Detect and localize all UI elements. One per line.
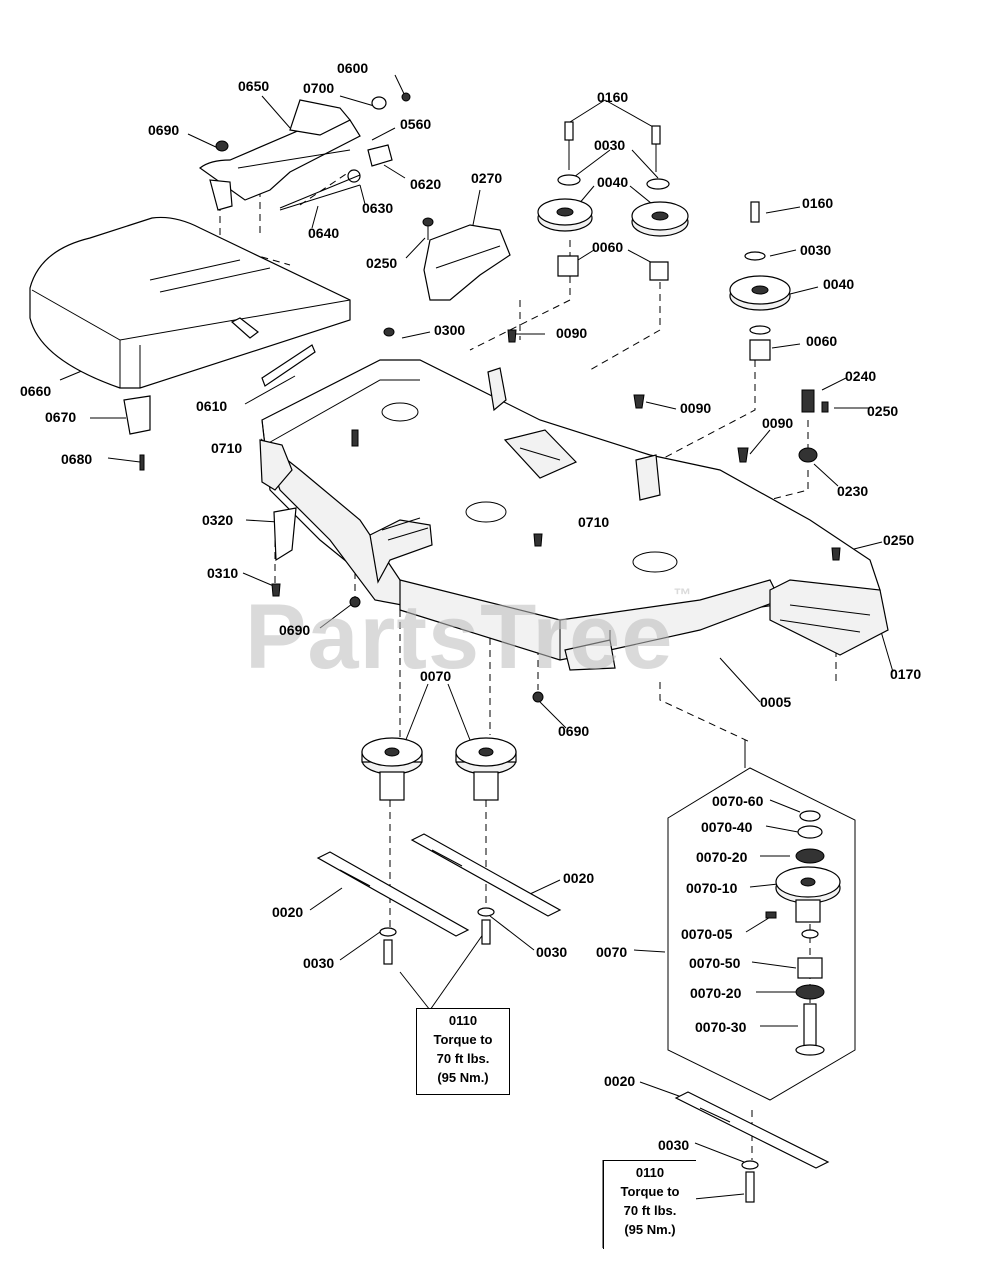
callout-0170: 0170 [890,666,922,682]
callout-0160-b: 0160 [802,195,834,211]
callout-0300: 0300 [434,322,466,338]
callout-0710-b: 0710 [578,514,610,530]
callout-0320: 0320 [202,512,234,528]
spindles-left [361,737,517,801]
callout-0690-top: 0690 [148,122,180,138]
callout-0090-b: 0090 [680,400,712,416]
callout-0030-a: 0030 [594,137,626,153]
callout-0690-low: 0690 [558,723,590,739]
callout-0610: 0610 [196,398,228,414]
callout-0070-60: 0070-60 [712,793,764,809]
callout-0070-b: 0070 [596,944,628,960]
torque-note-part: 0110 [448,1013,478,1028]
blades-left [316,833,562,965]
callout-0650: 0650 [238,78,270,94]
callout-0620: 0620 [410,176,442,192]
callout-0250-a: 0250 [366,255,398,271]
torque-note-right: 0110 Torque to 70 ft lbs. (95 Nm.) [603,1160,696,1249]
callout-0030-d: 0030 [536,944,568,960]
callout-0660: 0660 [20,383,52,399]
callout-0270: 0270 [471,170,503,186]
callout-0060-a: 0060 [592,239,624,255]
callout-0600: 0600 [337,60,369,76]
callout-0230: 0230 [837,483,869,499]
callout-0070-40: 0070-40 [701,819,753,835]
callout-0020-b: 0020 [563,870,595,886]
callout-0030-b: 0030 [800,242,832,258]
torque-note-line3: (95 Nm.) [624,1222,676,1237]
torque-note-line1: Torque to [433,1032,493,1047]
bracket-0320 [271,507,297,597]
baffle-0270 [422,217,511,301]
callout-0710-a: 0710 [211,440,243,456]
watermark: PartsTree™ [245,585,693,688]
callout-0160-a: 0160 [597,89,629,105]
callout-0240: 0240 [845,368,877,384]
callout-0070-10: 0070-10 [686,880,738,896]
callout-0250-c: 0250 [883,532,915,548]
callout-0090-c: 0090 [762,415,794,431]
torque-note-line2: 70 ft lbs. [436,1051,490,1066]
callout-0020-c: 0020 [604,1073,636,1089]
callout-0060-b: 0060 [806,333,838,349]
callout-0680: 0680 [61,451,93,467]
callout-0070-30: 0070-30 [695,1019,747,1035]
callout-0070-20-bottom: 0070-20 [690,985,742,1001]
callout-0090-a: 0090 [556,325,588,341]
callout-0070-20-top: 0070-20 [696,849,748,865]
callout-0670: 0670 [45,409,77,425]
callout-0310: 0310 [207,565,239,581]
callout-0030-e: 0030 [658,1137,690,1153]
callout-0560: 0560 [400,116,432,132]
blade-right [674,1091,830,1203]
torque-note-line2: 70 ft lbs. [623,1203,677,1218]
callout-0250-b: 0250 [867,403,899,419]
pulleys-left [537,121,689,281]
callout-0040-b: 0040 [823,276,855,292]
torque-note-part: 0110 [635,1165,665,1180]
callout-0070-a: 0070 [420,668,452,684]
spindle-detail [667,767,856,1101]
callout-0700: 0700 [303,80,335,96]
callout-0070-50: 0070-50 [689,955,741,971]
idler-hardware [351,327,841,561]
torque-note-left: 0110 Torque to 70 ft lbs. (95 Nm.) [416,1008,510,1095]
callout-0020-a: 0020 [272,904,304,920]
callout-0040-a: 0040 [597,174,629,190]
callout-0030-c: 0030 [303,955,335,971]
callout-0630: 0630 [362,200,394,216]
callout-0690-mid: 0690 [279,622,311,638]
torque-note-line1: Torque to [620,1184,680,1199]
callout-0640: 0640 [308,225,340,241]
side-cover-assembly [29,92,411,471]
pulley-right [729,201,791,361]
callout-0005: 0005 [760,694,792,710]
callout-0070-05: 0070-05 [681,926,733,942]
mower-deck [259,359,889,703]
torque-note-line3: (95 Nm.) [437,1070,489,1085]
